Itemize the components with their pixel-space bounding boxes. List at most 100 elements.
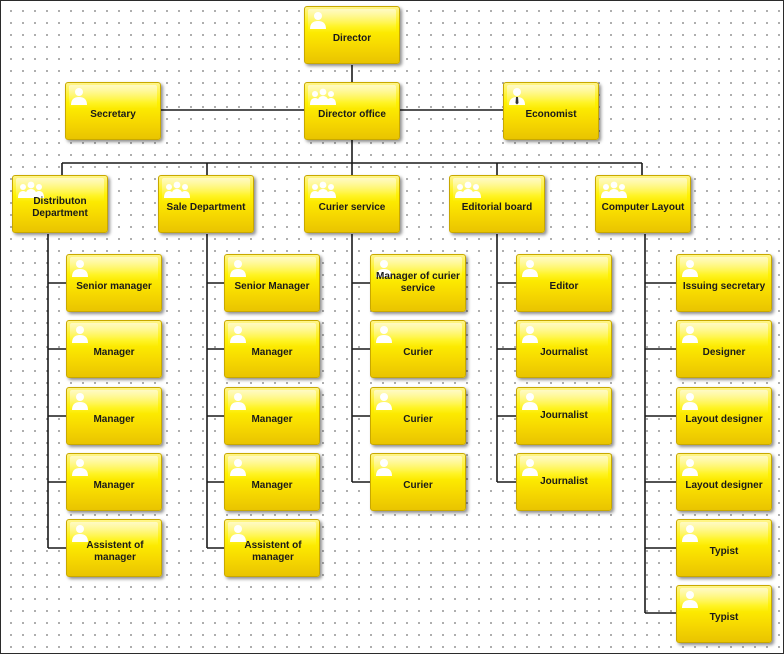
group-icon [164, 181, 190, 198]
group-icon [310, 181, 336, 198]
person-icon [230, 326, 246, 343]
person-icon [682, 260, 698, 277]
node-director-office[interactable]: Director office [304, 82, 400, 140]
node-label: Senior Manager [234, 281, 310, 292]
person-icon [72, 459, 88, 476]
node-journalist-2[interactable]: Journalist [516, 387, 612, 445]
node-label: Typist [709, 546, 739, 557]
person-icon [376, 326, 392, 343]
node-label: Editor [549, 281, 579, 292]
person-icon [72, 393, 88, 410]
node-layout-designer-2[interactable]: Layout designer [676, 453, 772, 511]
person-icon [522, 459, 538, 476]
node-dist-manager-1[interactable]: Manager [66, 320, 162, 378]
node-dist-manager-2[interactable]: Manager [66, 387, 162, 445]
node-label: Curier service [318, 202, 386, 213]
person-icon [682, 393, 698, 410]
node-label: Typist [709, 612, 739, 623]
person-icon [682, 525, 698, 542]
node-sale-manager-2[interactable]: Manager [224, 387, 320, 445]
person-icon [522, 326, 538, 343]
person-icon [72, 326, 88, 343]
node-label: Journalist [540, 410, 588, 421]
person-icon [72, 525, 88, 542]
node-label: Manager [251, 480, 293, 491]
person-icon [682, 459, 698, 476]
node-label: Computer Layout [601, 202, 685, 213]
node-dist-manager-3[interactable]: Manager [66, 453, 162, 511]
node-typist-2[interactable]: Typist [676, 585, 772, 643]
node-designer[interactable]: Designer [676, 320, 772, 378]
node-layout-designer-1[interactable]: Layout designer [676, 387, 772, 445]
node-label: Curier [403, 480, 433, 491]
node-label: Designer [702, 347, 746, 358]
node-label: Issuing secretary [682, 281, 766, 292]
person-icon [230, 525, 246, 542]
person-icon [72, 260, 88, 277]
node-label: Assistent of manager [244, 540, 302, 563]
node-label: Sale Department [166, 202, 246, 213]
person-icon [230, 459, 246, 476]
node-label: Layout designer [685, 414, 763, 425]
node-journalist-3[interactable]: Journalist [516, 453, 612, 511]
node-label: Journalist [540, 476, 588, 487]
node-label: Journalist [540, 347, 588, 358]
node-distribution-department[interactable]: Distributon Department [12, 175, 108, 233]
node-label: Layout designer [685, 480, 763, 491]
node-journalist-1[interactable]: Journalist [516, 320, 612, 378]
node-dist-assistent-of-manager[interactable]: Assistent of manager [66, 519, 162, 577]
node-sale-manager-3[interactable]: Manager [224, 453, 320, 511]
node-label: Manager [251, 414, 293, 425]
node-label: Curier [403, 414, 433, 425]
node-curier-1[interactable]: Curier [370, 320, 466, 378]
node-label: Editorial board [461, 202, 533, 213]
node-editorial-board[interactable]: Editorial board [449, 175, 545, 233]
person-icon [682, 591, 698, 608]
node-label: Senior manager [76, 281, 152, 292]
person-icon [376, 459, 392, 476]
person-icon [230, 393, 246, 410]
node-label: Distributon Department [32, 196, 88, 219]
node-label: Economist [525, 109, 577, 120]
node-issuing-secretary[interactable]: Issuing secretary [676, 254, 772, 312]
person-icon [230, 260, 246, 277]
node-label: Secretary [90, 109, 136, 120]
group-icon [310, 88, 336, 105]
person-icon [376, 393, 392, 410]
node-curier-2[interactable]: Curier [370, 387, 466, 445]
node-curier-service[interactable]: Curier service [304, 175, 400, 233]
node-label: Manager [93, 480, 135, 491]
node-computer-layout[interactable]: Computer Layout [595, 175, 691, 233]
person-icon [522, 260, 538, 277]
node-economist[interactable]: Economist [503, 82, 599, 140]
person-icon [522, 393, 538, 410]
node-dist-senior-manager[interactable]: Senior manager [66, 254, 162, 312]
node-label: Director [332, 33, 372, 44]
node-label: Manager [93, 414, 135, 425]
node-label: Manager [93, 347, 135, 358]
group-icon [601, 181, 627, 198]
node-manager-of-curier-service[interactable]: Manager of curier service [370, 254, 466, 312]
node-curier-3[interactable]: Curier [370, 453, 466, 511]
node-label: Assistent of manager [86, 540, 144, 563]
node-label: Manager of curier service [376, 271, 460, 294]
node-typist-1[interactable]: Typist [676, 519, 772, 577]
person-icon [682, 326, 698, 343]
person-tie-icon [509, 88, 525, 105]
node-secretary[interactable]: Secretary [65, 82, 161, 140]
node-sale-assistent-of-manager[interactable]: Assistent of manager [224, 519, 320, 577]
person-icon [376, 260, 392, 277]
node-sale-department[interactable]: Sale Department [158, 175, 254, 233]
person-icon [71, 88, 87, 105]
person-icon [310, 12, 326, 29]
node-editor[interactable]: Editor [516, 254, 612, 312]
node-label: Curier [403, 347, 433, 358]
node-director[interactable]: Director [304, 6, 400, 64]
group-icon [18, 181, 44, 198]
node-label: Manager [251, 347, 293, 358]
node-label: Director office [318, 109, 386, 120]
node-sale-manager-1[interactable]: Manager [224, 320, 320, 378]
group-icon [455, 181, 481, 198]
node-sale-senior-manager[interactable]: Senior Manager [224, 254, 320, 312]
